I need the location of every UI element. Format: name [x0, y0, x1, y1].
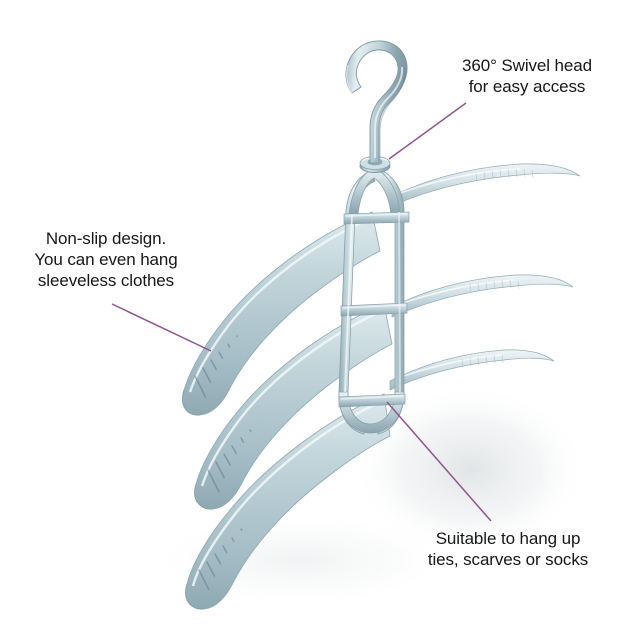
frame-crossbar-middle	[340, 302, 408, 317]
hanger-arm-right-top	[391, 163, 581, 207]
hanger-arm-right-middle	[391, 274, 574, 318]
hanger-hook	[345, 40, 408, 164]
frame-crossbar-top	[343, 211, 410, 225]
leader-lines	[111, 102, 492, 522]
leader-line-ties	[386, 401, 492, 522]
leader-line-swivel	[388, 102, 467, 160]
leader-line-nonslip	[111, 303, 212, 352]
callout-ties-scarves-socks: Suitable to hang up ties, scarves or soc…	[427, 529, 589, 569]
hanger-arm-left-bottom	[185, 393, 391, 610]
callout-swivel-head: 360° Swivel head for easy access	[462, 56, 592, 96]
callout-non-slip-design: Non-slip design. You can even hang sleev…	[34, 229, 178, 290]
hanger-arm-right-bottom	[389, 349, 555, 391]
hanger-arm-left-top	[182, 211, 381, 416]
hanger-center-frame	[338, 167, 410, 435]
